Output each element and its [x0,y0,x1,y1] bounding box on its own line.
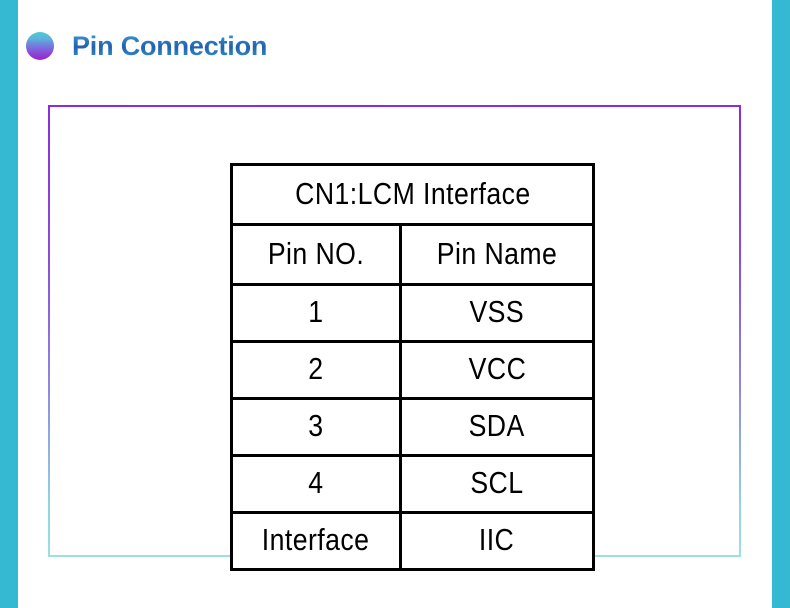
cell-pin-name: SDA [399,397,595,457]
cell-pin-no: 1 [230,283,402,343]
table-row: Interface IIC [230,511,595,571]
cell-pin-name: IIC [399,511,595,571]
table-header-row: Pin NO. Pin Name [230,223,595,286]
table-row: 1 VSS [230,283,595,343]
table-row: 4 SCL [230,454,595,514]
table-caption-row: CN1:LCM Interface [230,163,595,226]
cell-pin-name: SCL [399,454,595,514]
right-accent-bar [772,0,790,608]
panel-inner: CN1:LCM Interface Pin NO. Pin Name 1 VSS… [50,107,739,571]
bullet-dot-icon [26,32,54,60]
left-accent-bar [0,0,18,608]
cell-pin-no: 2 [230,340,402,400]
content-panel: CN1:LCM Interface Pin NO. Pin Name 1 VSS… [48,105,741,571]
table-caption-text: CN1:LCM Interface [294,175,531,211]
slide-header: Pin Connection [26,28,267,64]
column-header-pin-no: Pin NO. [230,223,402,286]
table-row: 3 SDA [230,397,595,457]
panel-gradient-border: CN1:LCM Interface Pin NO. Pin Name 1 VSS… [48,105,741,571]
page-title: Pin Connection [72,30,268,61]
pin-connection-table: CN1:LCM Interface Pin NO. Pin Name 1 VSS… [230,163,595,571]
cell-pin-no: 4 [230,454,402,514]
cell-pin-no: 3 [230,397,402,457]
cell-pin-name: VCC [399,340,595,400]
pin-connection-table-wrapper: CN1:LCM Interface Pin NO. Pin Name 1 VSS… [230,163,595,571]
table-caption-cell: CN1:LCM Interface [230,163,595,226]
cell-pin-name: VSS [399,283,595,343]
table-row: 2 VCC [230,340,595,400]
cell-pin-no: Interface [230,511,402,571]
column-header-pin-name: Pin Name [399,223,595,286]
